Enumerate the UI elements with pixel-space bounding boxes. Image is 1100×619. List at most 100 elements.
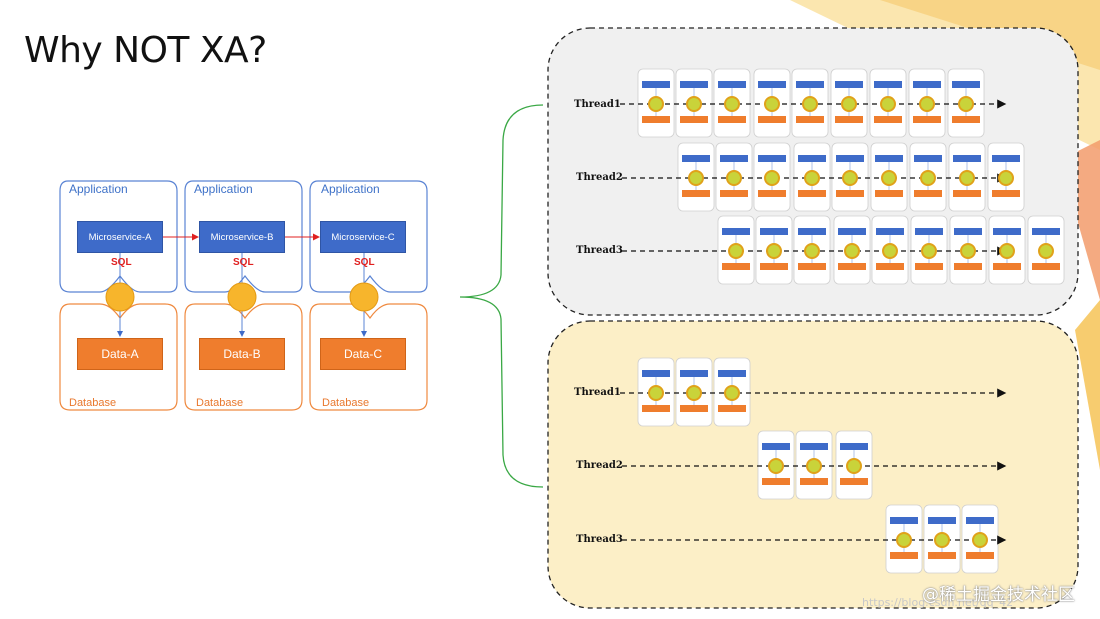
mini-connection-node	[846, 458, 862, 474]
data-b-box: Data-B	[199, 338, 285, 370]
sql-label: SQL	[354, 257, 375, 268]
mini-connection-node	[959, 170, 975, 186]
data-c-box: Data-C	[320, 338, 406, 370]
sql-label: SQL	[111, 257, 132, 268]
mini-connection-node	[764, 170, 780, 186]
mini-data-box	[758, 190, 786, 197]
mini-microservice-box	[796, 81, 824, 88]
mini-microservice-box	[876, 228, 904, 235]
mini-data-box	[1032, 263, 1060, 270]
mini-connection-node	[804, 243, 820, 259]
mini-microservice-box	[642, 370, 670, 377]
mini-data-box	[800, 478, 828, 485]
mini-connection-node	[960, 243, 976, 259]
mini-data-box	[954, 263, 982, 270]
mini-microservice-box	[875, 155, 903, 162]
mini-data-box	[762, 478, 790, 485]
mini-data-box	[913, 116, 941, 123]
mini-data-box	[915, 263, 943, 270]
mini-connection-node	[764, 96, 780, 112]
mini-connection-node	[881, 170, 897, 186]
mini-connection-node	[998, 170, 1014, 186]
data-a-box: Data-A	[77, 338, 163, 370]
database-container-b	[184, 303, 303, 411]
application-container-b	[184, 180, 303, 293]
mini-data-box	[642, 405, 670, 412]
mini-data-box	[680, 405, 708, 412]
sql-label: SQL	[233, 257, 254, 268]
mini-connection-node	[648, 96, 664, 112]
mini-data-box	[718, 405, 746, 412]
thread-label: Thread1	[574, 99, 621, 110]
mini-connection-node	[648, 385, 664, 401]
watermark: @稀土掘金技术社区	[922, 585, 1075, 605]
mini-data-box	[682, 190, 710, 197]
connection-node-c	[349, 282, 379, 312]
database-label: Database	[69, 397, 117, 409]
watermark-url: https://blog.csdn.net/qq_42	[862, 596, 1014, 609]
mini-connection-node	[841, 96, 857, 112]
mini-microservice-box	[836, 155, 864, 162]
mini-connection-node	[919, 96, 935, 112]
mini-microservice-box	[952, 81, 980, 88]
mini-connection-node	[934, 532, 950, 548]
connection-node-b	[227, 282, 257, 312]
microservice-c-box: Microservice-C	[320, 221, 406, 253]
mini-connection-node	[999, 243, 1015, 259]
mini-microservice-box	[758, 155, 786, 162]
mini-connection-node	[921, 243, 937, 259]
application-container-c	[309, 180, 428, 293]
mini-data-box	[642, 116, 670, 123]
microservice-a-box: Microservice-A	[77, 221, 163, 253]
mini-data-box	[992, 190, 1020, 197]
mini-data-box	[720, 190, 748, 197]
mini-microservice-box	[966, 517, 994, 524]
mini-connection-node	[804, 170, 820, 186]
application-label: Application	[194, 182, 253, 196]
mini-data-box	[952, 116, 980, 123]
mini-connection-node	[1038, 243, 1054, 259]
mini-microservice-box	[914, 155, 942, 162]
application-label: Application	[321, 182, 380, 196]
mini-connection-node	[724, 385, 740, 401]
mini-data-box	[993, 263, 1021, 270]
mini-data-box	[798, 190, 826, 197]
mini-connection-node	[768, 458, 784, 474]
mini-microservice-box	[720, 155, 748, 162]
mini-microservice-box	[1032, 228, 1060, 235]
mini-connection-node	[842, 170, 858, 186]
mini-connection-node	[806, 458, 822, 474]
mini-microservice-box	[682, 155, 710, 162]
mini-microservice-box	[758, 81, 786, 88]
mini-microservice-box	[874, 81, 902, 88]
mini-connection-node	[882, 243, 898, 259]
thread-label: Thread3	[576, 534, 623, 545]
database-container-c	[309, 303, 428, 411]
mini-connection-node	[896, 532, 912, 548]
mini-microservice-box	[798, 155, 826, 162]
page-title: Why NOT XA?	[24, 30, 267, 71]
mini-connection-node	[688, 170, 704, 186]
mini-microservice-box	[762, 443, 790, 450]
grouping-brace	[459, 104, 544, 488]
database-label: Database	[322, 397, 370, 409]
mini-data-box	[890, 552, 918, 559]
mini-microservice-box	[953, 155, 981, 162]
thread-label: Thread3	[576, 245, 623, 256]
mini-connection-node	[726, 170, 742, 186]
mini-connection-node	[802, 96, 818, 112]
mini-microservice-box	[838, 228, 866, 235]
mini-data-box	[966, 552, 994, 559]
mini-microservice-box	[913, 81, 941, 88]
database-label: Database	[196, 397, 244, 409]
mini-microservice-box	[890, 517, 918, 524]
mini-connection-node	[880, 96, 896, 112]
mini-microservice-box	[760, 228, 788, 235]
mini-data-box	[758, 116, 786, 123]
thread-label: Thread2	[576, 460, 623, 471]
mini-connection-node	[972, 532, 988, 548]
mini-microservice-box	[680, 81, 708, 88]
mini-microservice-box	[718, 81, 746, 88]
